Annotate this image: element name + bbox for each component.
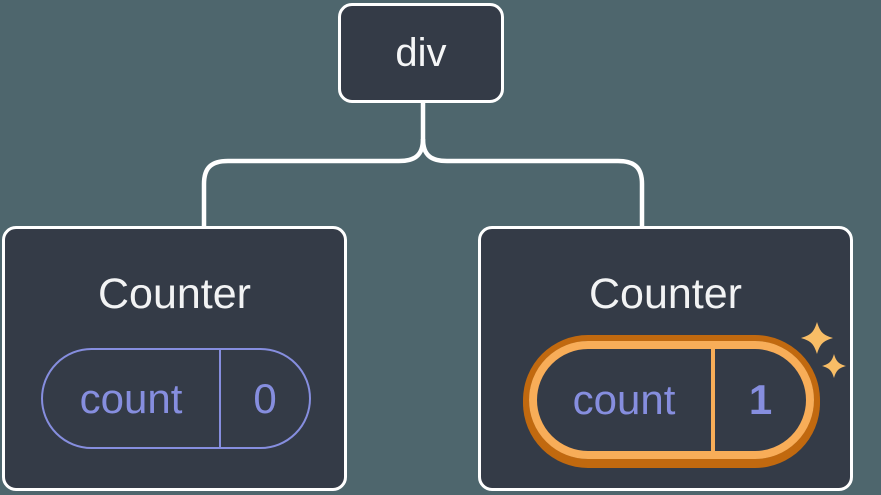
state-key-label: count <box>572 376 676 423</box>
state-key-label: count <box>79 374 183 422</box>
state-pill: count 0 <box>41 348 311 449</box>
state-value-label: 0 <box>253 374 277 422</box>
state-value-cell: 0 <box>221 350 309 447</box>
counter-title: Counter <box>589 270 742 318</box>
state-pill-highlighted: count 1 <box>529 341 814 459</box>
root-node-label: div <box>395 31 447 75</box>
state-value-cell: 1 <box>715 349 806 451</box>
root-node-div: div <box>338 3 504 103</box>
counter-title: Counter <box>98 270 251 318</box>
state-key-cell: count <box>43 350 221 447</box>
counter-node-left: Counter count 0 <box>2 226 347 491</box>
state-key-cell: count <box>537 349 715 451</box>
counter-node-right: Counter count 1 <box>478 226 853 491</box>
state-value-label: 1 <box>748 376 773 423</box>
